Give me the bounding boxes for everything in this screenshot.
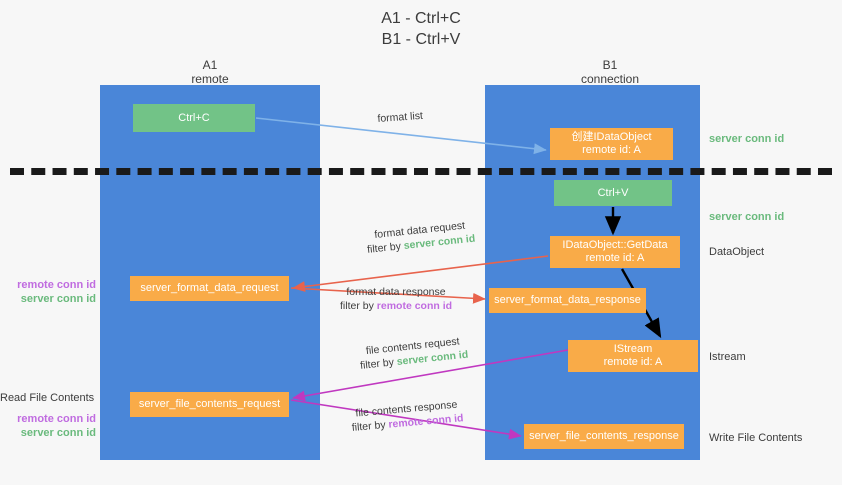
annotation-server-conn-id-mid: server conn id <box>709 211 785 223</box>
annotation-remote-conn-id: remote conn id <box>17 279 96 291</box>
column-header-b1-subtitle: connection <box>580 72 640 86</box>
column-header-b1: B1 connection <box>530 58 690 86</box>
node-server-file-contents-response-label: server_file_contents_response <box>529 430 679 442</box>
title-line-2: B1 - Ctrl+V <box>381 31 461 48</box>
node-ctrl-v[interactable]: Ctrl+V <box>554 180 672 206</box>
annotation-server-conn-id: server conn id <box>20 427 96 439</box>
annotation-write-file-contents: Write File Contents <box>709 432 803 444</box>
annotation-conn-ids-lower: remote conn id server conn id <box>0 412 96 440</box>
column-header-a1-name: A1 <box>202 58 218 72</box>
node-ctrl-v-label: Ctrl+V <box>597 186 629 199</box>
annotation-server-conn-id-top: server conn id <box>709 133 785 145</box>
title-line-1: A1 - Ctrl+C <box>381 10 461 27</box>
annotation-istream: Istream <box>709 351 746 363</box>
annotation-server-conn-id: server conn id <box>20 293 96 305</box>
node-istream-title: IStream <box>613 343 653 355</box>
page-title: A1 - Ctrl+C B1 - Ctrl+V <box>0 8 842 50</box>
annotation-dataobject: DataObject <box>709 246 765 258</box>
arrow-format-data-request <box>292 255 549 292</box>
node-create-idataobject-title: 创建IDataObject <box>571 131 652 143</box>
filter-prefix: filter by <box>351 418 389 434</box>
arrow-file-contents-response <box>290 399 522 440</box>
node-istream-subtitle: remote id: A <box>603 356 663 368</box>
node-server-file-contents-request-label: server_file_contents_request <box>138 398 281 410</box>
node-server-format-data-response[interactable]: server_format_data_response <box>489 288 646 313</box>
phase-divider <box>10 168 832 175</box>
node-server-file-contents-response[interactable]: server_file_contents_response <box>524 424 684 449</box>
arrow-file-contents-request <box>292 349 569 402</box>
node-server-format-data-request-label: server_format_data_request <box>140 282 279 294</box>
annotation-conn-ids-upper: remote conn id server conn id <box>0 278 96 306</box>
node-create-idataobject[interactable]: 创建IDataObject remote id: A <box>550 128 673 160</box>
column-header-b1-name: B1 <box>602 58 618 72</box>
edge-label-format-data-response: format data response filter by remote co… <box>340 285 452 313</box>
node-server-file-contents-request[interactable]: server_file_contents_request <box>130 392 289 417</box>
filter-value-remote-conn-id: remote conn id <box>376 300 453 312</box>
node-server-format-data-request[interactable]: server_format_data_request <box>130 276 289 301</box>
node-ctrl-c[interactable]: Ctrl+C <box>133 104 255 132</box>
node-idataobject-getdata-title: IDataObject::GetData <box>562 239 668 251</box>
annotation-read-file-contents: Read File Contents <box>0 392 95 404</box>
column-header-a1-subtitle: remote <box>191 72 229 86</box>
filter-prefix: filter by <box>366 240 405 256</box>
annotation-remote-conn-id: remote conn id <box>17 413 96 425</box>
filter-prefix: filter by <box>359 356 398 372</box>
edge-label-format-data-response-text: format data response <box>346 286 446 298</box>
node-server-format-data-response-label: server_format_data_response <box>494 294 641 306</box>
column-header-a1: A1 remote <box>130 58 290 86</box>
edge-label-format-data-response-filter: filter by remote conn id <box>340 299 452 313</box>
node-ctrl-c-label: Ctrl+C <box>178 111 210 124</box>
filter-prefix: filter by <box>340 300 377 312</box>
node-create-idataobject-subtitle: remote id: A <box>582 144 641 156</box>
arrow-format-list <box>255 117 547 155</box>
arrow-format-data-response <box>290 287 486 304</box>
node-istream[interactable]: IStream remote id: A <box>568 340 698 372</box>
node-idataobject-getdata-subtitle: remote id: A <box>585 252 645 264</box>
node-idataobject-getdata[interactable]: IDataObject::GetData remote id: A <box>550 236 680 268</box>
